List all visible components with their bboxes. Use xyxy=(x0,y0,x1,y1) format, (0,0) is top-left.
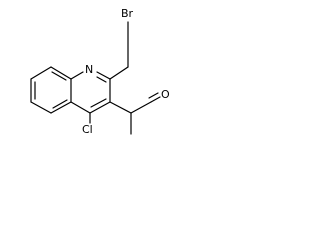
atom-label-bromine: Br xyxy=(121,7,134,20)
bond xyxy=(30,66,52,80)
double-bond-inner xyxy=(52,99,68,109)
double-bond-inner xyxy=(96,76,107,83)
bond xyxy=(30,101,52,114)
acetyl-group xyxy=(109,92,161,135)
double-bond-inner xyxy=(51,71,67,81)
bond xyxy=(70,71,84,80)
bond xyxy=(96,71,111,80)
bond xyxy=(50,66,72,80)
atom-label-oxygen: O xyxy=(161,88,170,101)
pyridine-ring xyxy=(70,71,111,114)
carbonyl-bond xyxy=(148,92,159,99)
bond xyxy=(50,101,72,114)
benzene-ring xyxy=(30,66,72,114)
atom-label-chlorine: Cl xyxy=(82,123,93,136)
double-bond-inner xyxy=(90,98,107,108)
bond xyxy=(109,66,129,80)
bromomethyl-group xyxy=(109,21,129,80)
atom-label-nitrogen: N xyxy=(85,63,93,76)
bond xyxy=(130,101,152,114)
bond xyxy=(89,101,111,114)
bond xyxy=(109,101,132,114)
bond xyxy=(70,101,91,114)
carbonyl-bond xyxy=(150,96,161,103)
chemical-structure: N Br O Cl xyxy=(30,7,170,136)
